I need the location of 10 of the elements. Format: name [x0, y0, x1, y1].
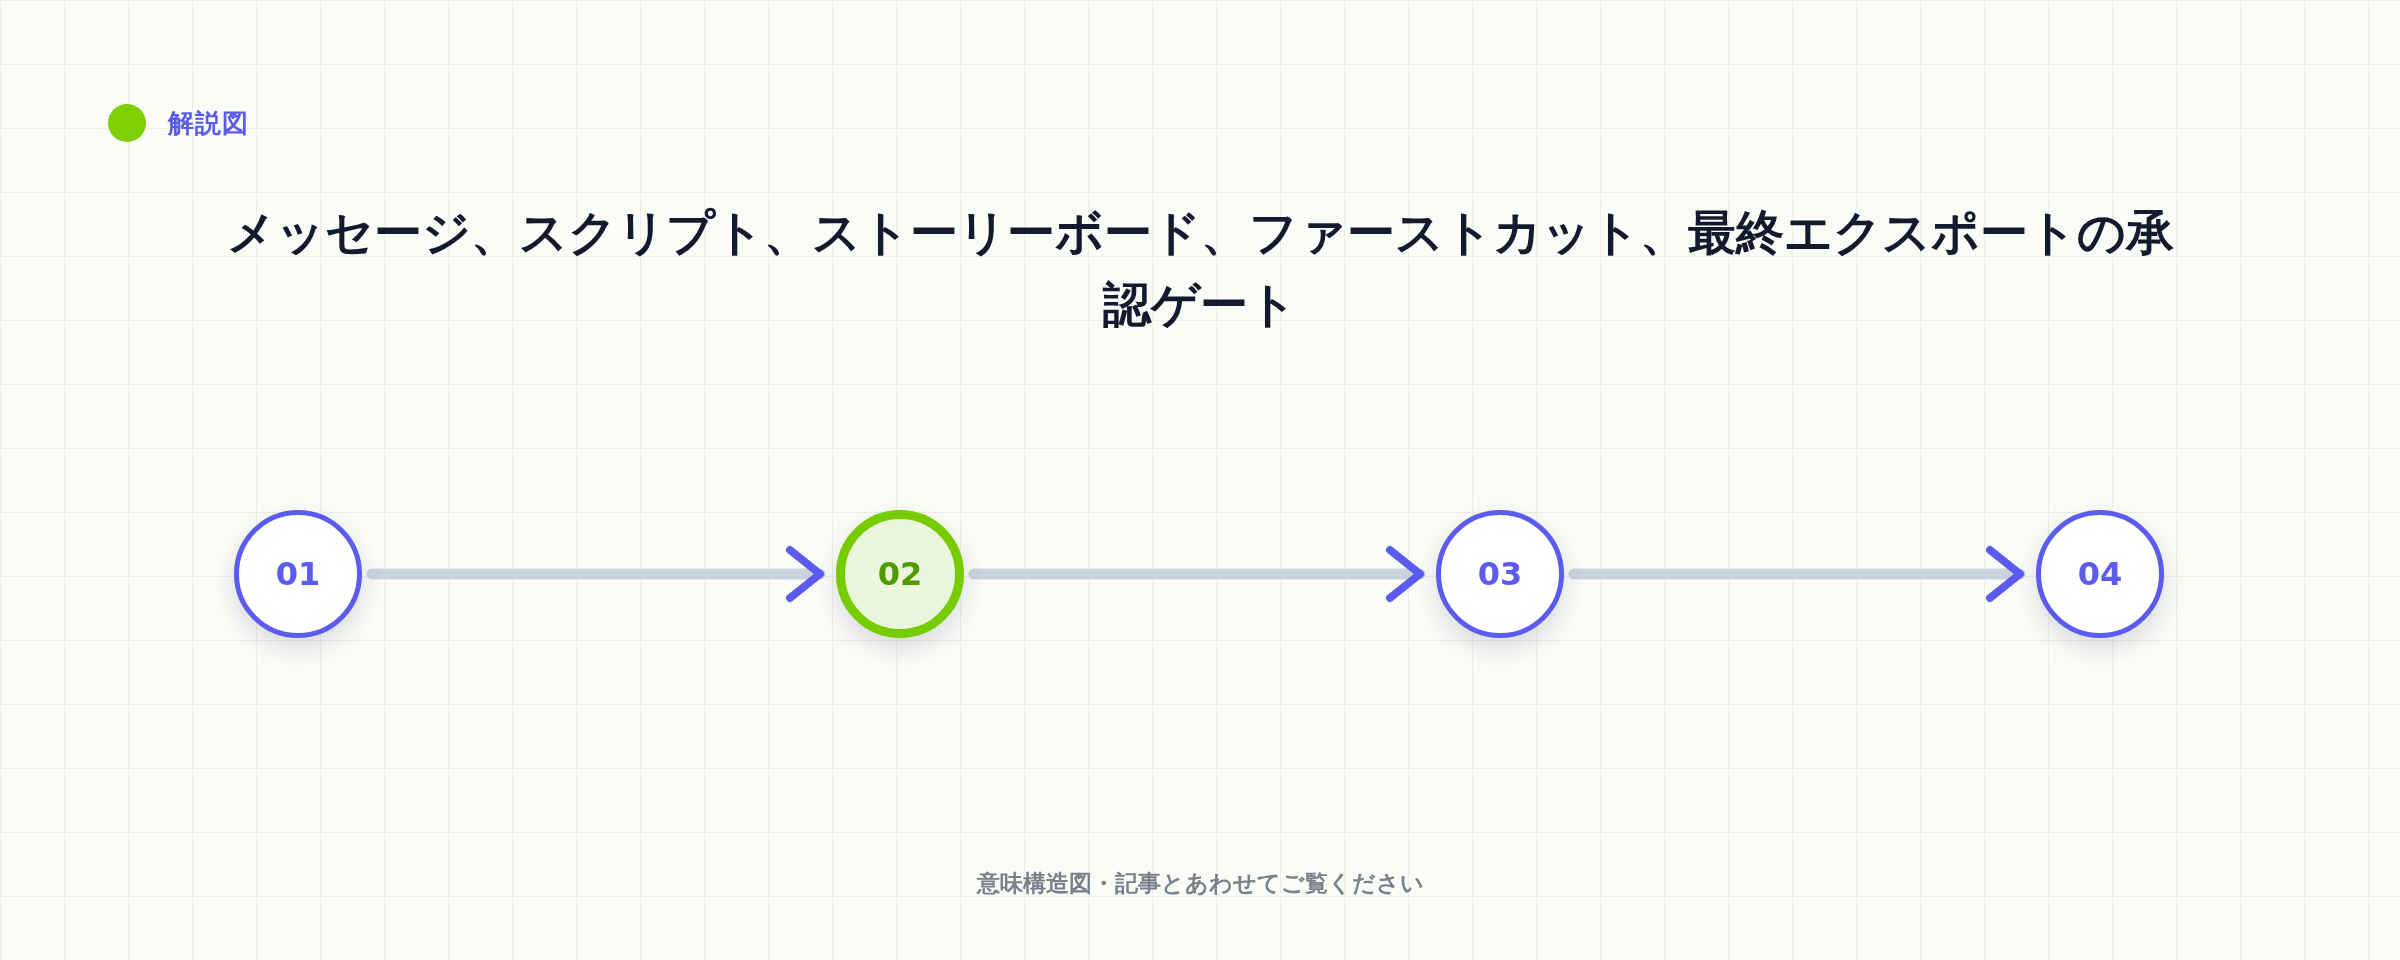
step-circle: 04 — [2036, 510, 2164, 638]
arrow — [968, 546, 1426, 602]
step-circle: 03 — [1436, 510, 1564, 638]
footer-note: 意味構造図・記事とあわせてご覧ください — [976, 870, 1424, 896]
step-circle: 02 — [836, 510, 964, 638]
section-label: 解説図 — [168, 106, 249, 140]
arrow — [366, 546, 826, 602]
step-circle: 01 — [234, 510, 362, 638]
arrow — [1568, 546, 2026, 602]
diagram-title: メッセージ、スクリプト、ストーリーボード、ファーストカット、最終エクスポートの承認ゲート — [225, 203, 2175, 334]
